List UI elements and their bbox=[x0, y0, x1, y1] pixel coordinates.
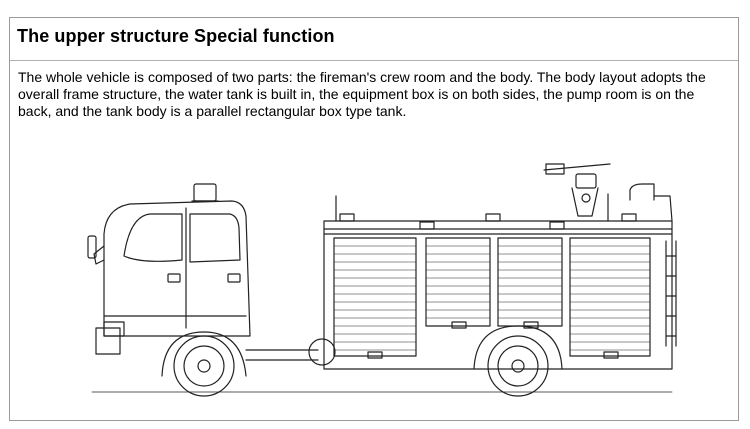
fire-truck-illustration bbox=[82, 156, 682, 416]
section-title: The upper structure Special function bbox=[17, 26, 335, 46]
title-divider bbox=[10, 60, 738, 61]
section-description: The whole vehicle is composed of two par… bbox=[18, 69, 706, 119]
content-panel: The upper structure Special function The… bbox=[9, 17, 739, 421]
fire-truck-icon bbox=[87, 163, 677, 397]
